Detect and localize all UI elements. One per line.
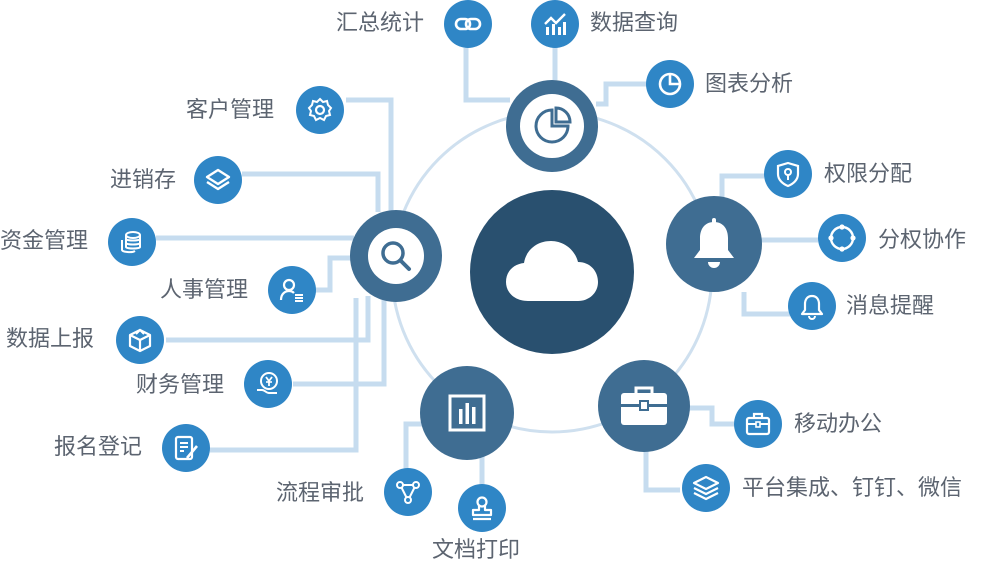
node-customer[interactable] [296, 86, 344, 134]
node-hr[interactable] [268, 266, 316, 314]
cloud-icon [506, 241, 598, 301]
label-chart-analysis: 图表分析 [705, 72, 794, 97]
bell-icon [694, 218, 734, 268]
line-data-report [166, 296, 371, 343]
line-hr [314, 255, 354, 293]
line-customer [346, 97, 394, 212]
sync-circle-icon [828, 224, 856, 252]
pie-chart-icon [534, 106, 572, 144]
bell-hub [666, 196, 762, 292]
node-collab[interactable] [818, 214, 866, 262]
label-inventory: 进销存 [110, 168, 177, 193]
label-customer: 客户管理 [186, 98, 275, 123]
node-inventory[interactable] [194, 156, 242, 204]
yen-hand-icon [257, 372, 278, 394]
label-integration: 平台集成、钉钉、微信 [742, 476, 963, 501]
user-list-icon [279, 278, 303, 302]
label-workflow: 流程审批 [276, 481, 365, 506]
shield-key-icon [776, 161, 800, 188]
bell-icon [800, 294, 824, 320]
label-notify: 消息提醒 [846, 294, 935, 319]
toolbox-icon [621, 386, 667, 425]
layers-icon [205, 168, 231, 191]
line-summary [463, 48, 510, 103]
line-mobile-office [688, 405, 734, 427]
bar-chart-hub [420, 366, 514, 460]
label-registration: 报名登记 [54, 435, 143, 460]
label-collab: 分权协作 [878, 228, 967, 253]
node-query[interactable] [531, 0, 579, 48]
label-mobile-office: 移动办公 [794, 412, 883, 437]
label-print: 文档打印 [432, 538, 521, 563]
flow-icon [396, 481, 420, 504]
coins-icon [121, 231, 141, 254]
label-permission: 权限分配 [824, 162, 913, 187]
stack-icon [692, 475, 720, 501]
line-finance [293, 298, 387, 387]
briefcase-icon [745, 412, 771, 436]
box-upload-icon [128, 328, 152, 353]
node-chart-analysis[interactable] [646, 60, 694, 108]
data-chart-icon [544, 13, 566, 35]
line-chart-analysis [596, 81, 648, 107]
line-permission [719, 173, 764, 200]
line-notify [741, 292, 790, 317]
label-finance: 财务管理 [136, 373, 225, 398]
label-hr: 人事管理 [160, 278, 249, 303]
node-finance[interactable] [244, 360, 292, 408]
toolbox-hub [598, 360, 690, 452]
search-hub [350, 210, 442, 302]
node-registration[interactable] [162, 424, 210, 472]
line-integration [643, 446, 680, 493]
label-query: 数据查询 [590, 11, 679, 36]
magnifier-icon [381, 241, 411, 271]
node-print[interactable] [458, 484, 506, 532]
line-workflow [403, 421, 424, 470]
node-notify[interactable] [788, 282, 836, 330]
node-data-report[interactable] [116, 316, 164, 364]
link-icon [454, 17, 482, 31]
label-data-report: 数据上报 [6, 327, 95, 352]
center-cloud-hub [470, 190, 634, 354]
label-summary: 汇总统计 [336, 11, 425, 36]
label-funds: 资金管理 [0, 229, 89, 254]
pie-icon [658, 72, 682, 96]
chart-hub [506, 80, 598, 172]
node-integration[interactable] [682, 464, 730, 512]
node-workflow[interactable] [384, 468, 432, 516]
line-registration [210, 298, 359, 453]
gear-icon [307, 97, 333, 122]
node-summary[interactable] [444, 0, 492, 48]
node-permission[interactable] [764, 150, 812, 198]
node-mobile-office[interactable] [734, 400, 782, 448]
stamp-icon [471, 496, 493, 521]
form-edit-icon [174, 435, 198, 461]
line-inventory [242, 171, 381, 212]
node-funds[interactable] [108, 218, 156, 266]
bar-chart-icon [448, 394, 486, 432]
